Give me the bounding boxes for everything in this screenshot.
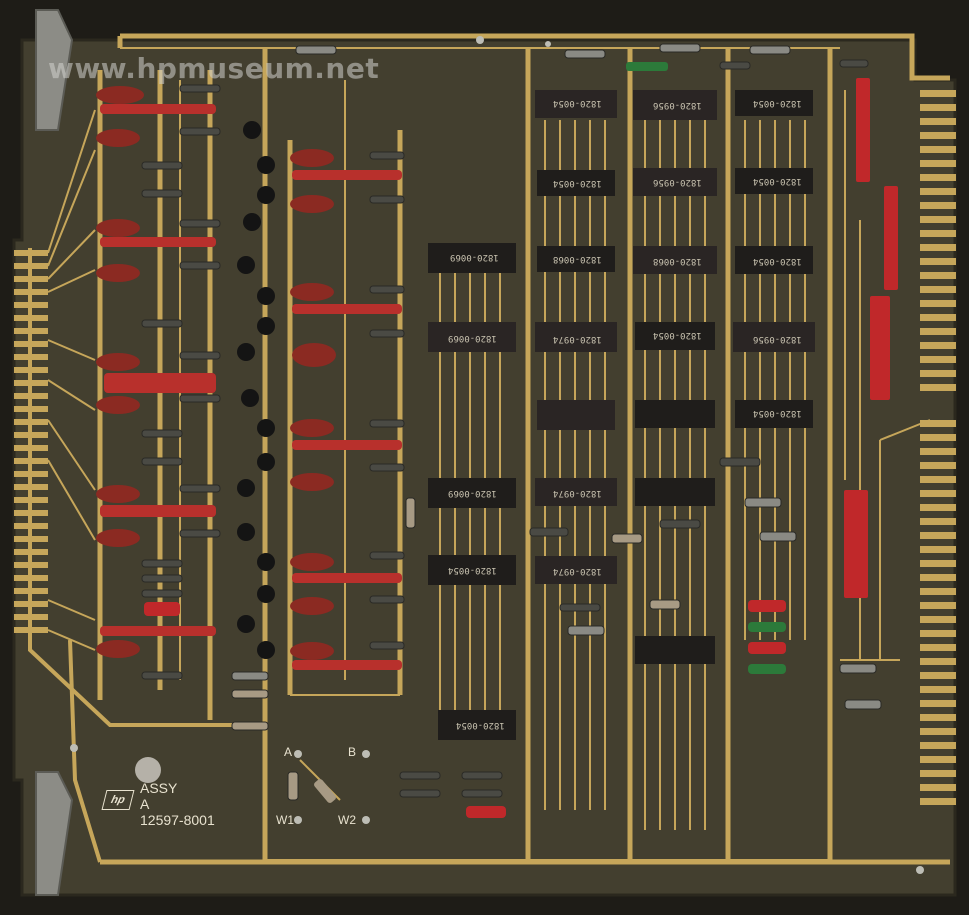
ic-marking: 1820-0054 xyxy=(448,565,497,575)
part-number: 12597-8001 xyxy=(140,812,215,828)
assy-label: ASSY xyxy=(140,780,178,796)
ic-marking: 1820-0054 xyxy=(753,98,802,108)
jumper-w2-label: W2 xyxy=(338,813,356,827)
jumper-w1-label: W1 xyxy=(276,813,294,827)
ic-marking: 1820-0956 xyxy=(653,177,702,187)
ic-marking: 1820-0054 xyxy=(753,408,802,418)
ic-marking: 1820-0069 xyxy=(450,252,499,262)
ic-marking: 1820-0054 xyxy=(553,98,602,108)
ic-marking: 1820-0974 xyxy=(553,566,602,576)
ic-marking: 1820-0069 xyxy=(448,333,497,343)
bottom-extractor-handle xyxy=(35,771,74,896)
ic-marking: 1820-0956 xyxy=(653,100,702,110)
ic-marking: 1820-0054 xyxy=(753,256,802,266)
jumper-a-label: A xyxy=(284,745,293,759)
ic-marking: 1820-0974 xyxy=(553,488,602,498)
hp-logo: hp xyxy=(101,790,135,810)
ic-marking: 1820-0068 xyxy=(653,256,702,266)
board-border-trace xyxy=(100,33,950,865)
jumper-b-label: B xyxy=(348,745,357,759)
ic-marking: 1820-0054 xyxy=(653,330,702,340)
ic-marking: 1820-0974 xyxy=(553,334,602,344)
rev-label: A xyxy=(140,796,150,812)
ic-marking: 1820-0054 xyxy=(456,720,505,730)
ic-marking: 1820-0068 xyxy=(553,254,602,264)
site-watermark: www.hpmuseum.net xyxy=(48,52,380,85)
ic-marking: 1820-0054 xyxy=(753,176,802,186)
ic-marking: 1820-0069 xyxy=(448,488,497,498)
top-extractor-handle xyxy=(35,9,74,131)
ic-marking: 1820-0956 xyxy=(753,334,802,344)
silkscreen-dot xyxy=(135,757,161,783)
ic-marking: 1820-0054 xyxy=(553,178,602,188)
